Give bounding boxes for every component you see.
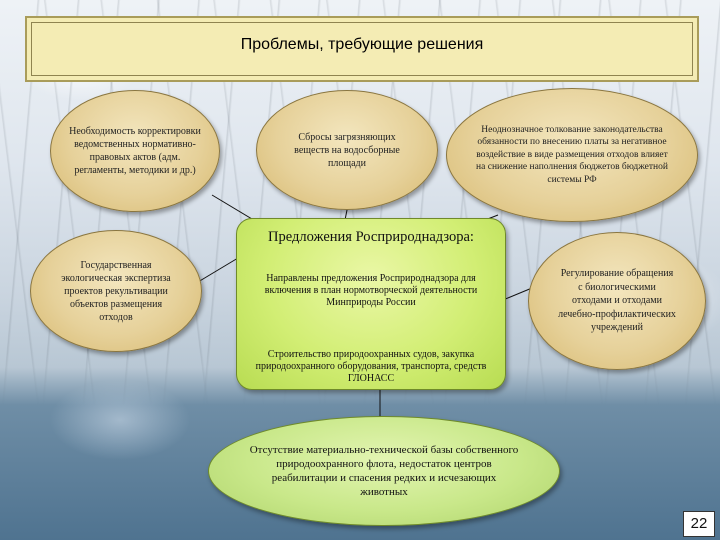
node-mid-right-text: Регулирование обращения с биологическими… — [558, 268, 676, 334]
node-mid-left-text: Государственная экологическая экспертиза… — [61, 259, 171, 323]
node-mid-left: Государственная экологическая экспертиза… — [30, 230, 202, 352]
proposals-text-plan: Направлены предложения Росприроднадзора … — [264, 273, 478, 308]
node-mid-right: Регулирование обращения с биологическими… — [528, 232, 706, 370]
page-title: Проблемы, требующие решения — [240, 36, 484, 53]
node-bottom: Отсутствие материально-технической базы … — [208, 416, 560, 526]
node-bottom-text: Отсутствие материально-технической базы … — [249, 444, 519, 498]
node-top-center: Сбросы загрязняющих веществ на водосборн… — [256, 90, 438, 210]
page-number: 22 — [683, 511, 715, 537]
proposals-text-ships: Строительство природоохранных судов, зак… — [255, 349, 487, 384]
node-top-right-text: Неоднозначное толкование законодательств… — [476, 124, 668, 185]
node-top-left-text: Необходимость корректировки ведомственны… — [69, 126, 201, 176]
proposals-box: Предложения Росприроднадзора: Направлены… — [236, 218, 506, 390]
node-top-right: Неоднозначное толкование законодательств… — [446, 88, 698, 222]
title-banner: Проблемы, требующие решения — [25, 16, 699, 82]
connector-mid-right — [502, 287, 533, 301]
node-top-center-text: Сбросы загрязняющих веществ на водосборн… — [294, 131, 400, 169]
proposals-title: Предложения Росприроднадзора: — [268, 229, 474, 245]
node-top-left: Необходимость корректировки ведомственны… — [50, 90, 220, 212]
